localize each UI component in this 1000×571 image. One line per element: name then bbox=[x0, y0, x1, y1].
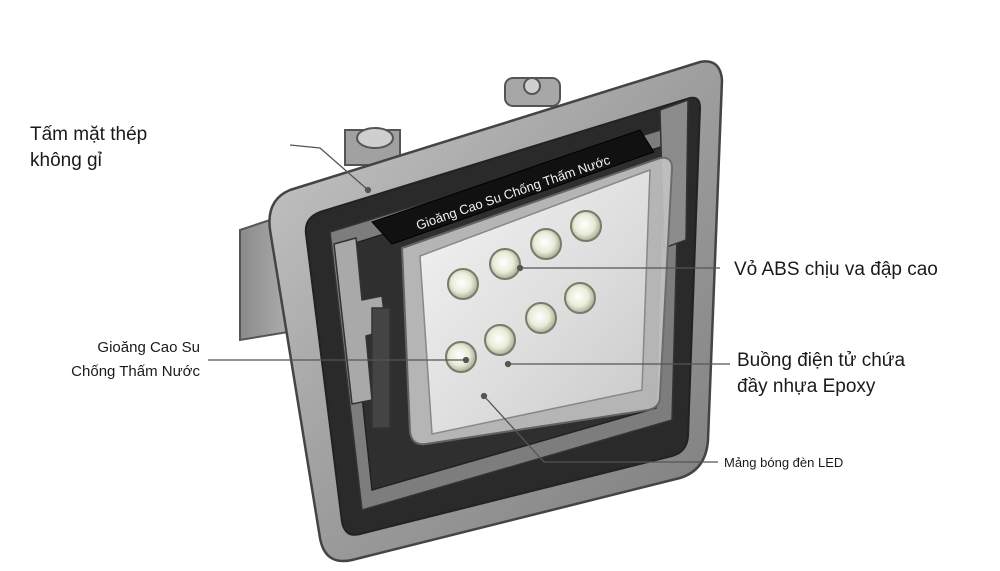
led-2 bbox=[489, 248, 521, 280]
callout-rubber-gasket-line1: Gioăng Cao Su bbox=[97, 339, 200, 356]
led-3 bbox=[530, 228, 562, 260]
led-7 bbox=[525, 302, 557, 334]
led-5 bbox=[445, 341, 477, 373]
led-array bbox=[445, 210, 602, 373]
callout-abs-shell-text: Vỏ ABS chịu va đập cao bbox=[734, 259, 938, 280]
callout-led-array: Mảng bóng đèn LED bbox=[724, 454, 843, 472]
callout-rubber-gasket: Gioăng Cao Su Chống Thấm Nước bbox=[40, 336, 200, 384]
leader-lines bbox=[208, 144, 730, 463]
callout-electrical-chamber-line1: Buồng điện tử chứa bbox=[737, 350, 906, 371]
leader-led-array bbox=[483, 395, 718, 463]
led-6 bbox=[484, 324, 516, 356]
callout-electrical-chamber-line2: đầy nhựa Epoxy bbox=[737, 376, 876, 397]
leader-steel-plate bbox=[289, 144, 369, 191]
callout-steel-plate: Tấm mặt thép không gỉ bbox=[30, 122, 147, 174]
led-1 bbox=[447, 268, 479, 300]
callout-electrical-chamber: Buồng điện tử chứa đầy nhựa Epoxy bbox=[737, 348, 905, 400]
callout-steel-plate-line2: không gỉ bbox=[30, 150, 102, 171]
callout-led-array-text: Mảng bóng đèn LED bbox=[724, 455, 844, 470]
callout-abs-shell: Vỏ ABS chịu va đập cao bbox=[734, 257, 938, 283]
callout-steel-plate-line1: Tấm mặt thép bbox=[30, 124, 148, 145]
callout-rubber-gasket-line2: Chống Thấm Nước bbox=[71, 363, 200, 380]
led-8 bbox=[564, 282, 596, 314]
led-4 bbox=[570, 210, 602, 242]
mounting-bracket bbox=[344, 77, 561, 166]
gasket-band bbox=[371, 129, 655, 245]
